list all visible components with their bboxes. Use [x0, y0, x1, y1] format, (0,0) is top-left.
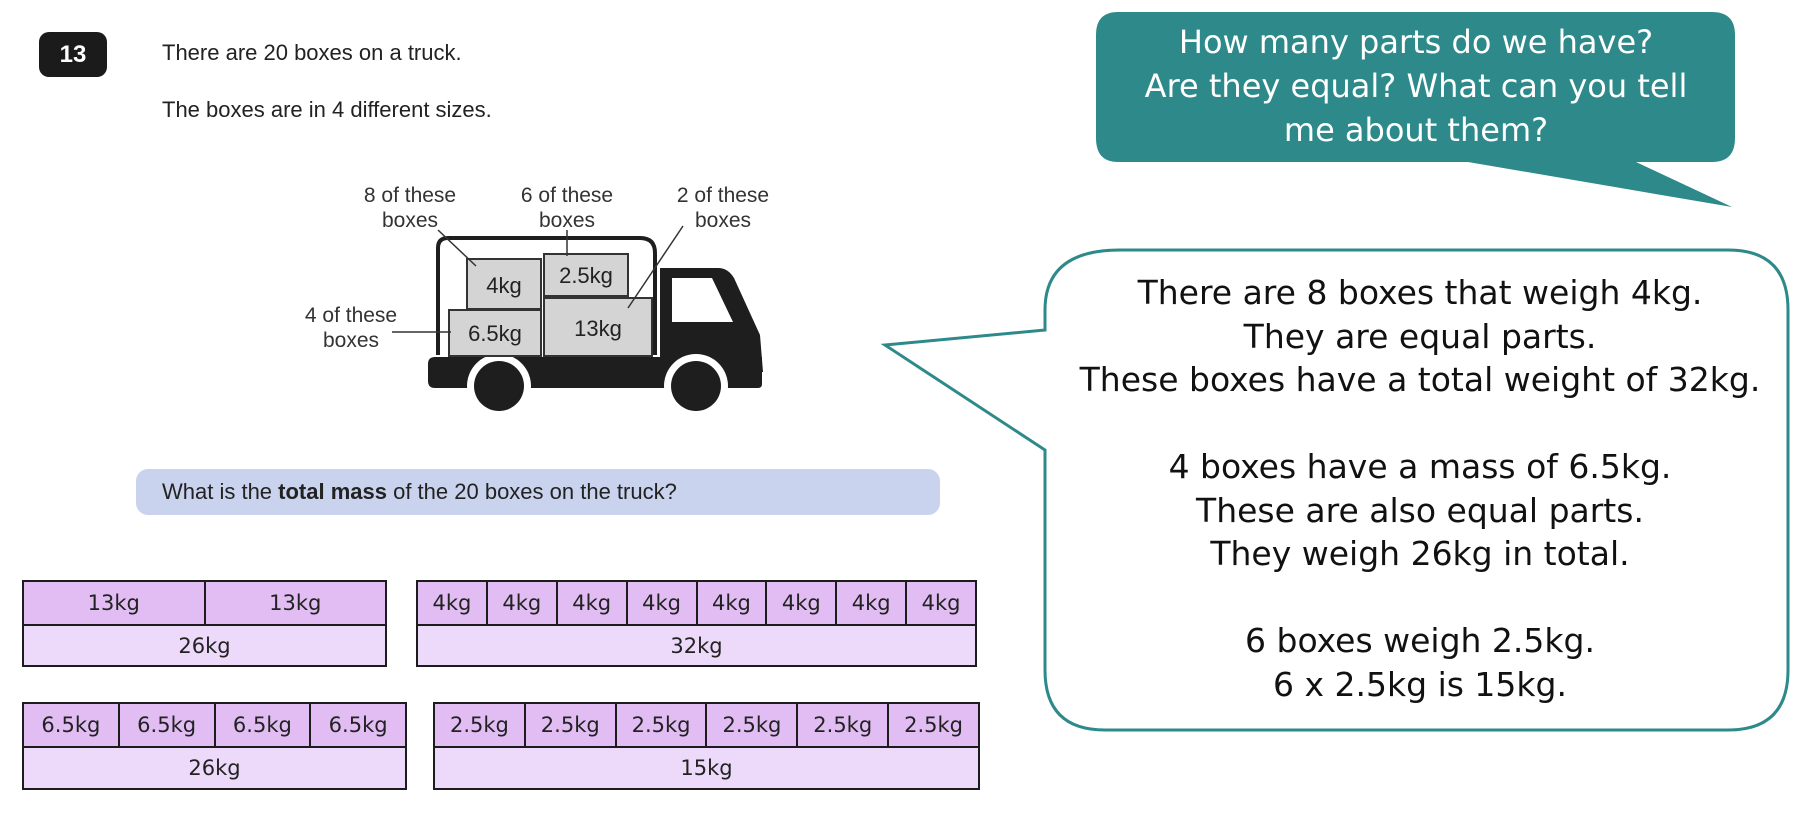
answer-line: There are 8 boxes that weigh 4kg. — [1137, 273, 1703, 312]
label-4-line-2: boxes — [323, 329, 379, 352]
answer-line: They weigh 26kg in total. — [1210, 534, 1630, 573]
bar-part: 2.5kg — [798, 704, 890, 746]
box-4kg — [466, 258, 542, 310]
answer-speech-bubble — [880, 248, 1790, 732]
bar-model-parts: 4kg 4kg 4kg 4kg 4kg 4kg 4kg 4kg — [418, 582, 975, 626]
label-8-line-1: 8 of these — [364, 184, 456, 207]
rear-wheel — [474, 361, 524, 411]
bar-total: 15kg — [680, 756, 733, 780]
prompt-prefix: What is the — [162, 479, 279, 504]
truck-diagram: 4kg 2.5kg 6.5kg 13kg 8 of these boxes 6 … — [305, 184, 769, 418]
answer-line: These are also equal parts. — [1196, 490, 1644, 530]
bar-part: 2.5kg — [904, 713, 963, 737]
bar-part: 4kg — [628, 582, 698, 624]
bar-model-2-5kg: 2.5kg 2.5kg 2.5kg 2.5kg 2.5kg 2.5kg 15kg — [433, 702, 980, 790]
box-2-5kg — [543, 253, 629, 297]
answer-spacer — [1050, 576, 1790, 620]
bar-total: 32kg — [670, 634, 723, 658]
prompt-suffix: of the 20 boxes on the truck? — [386, 479, 677, 504]
bar-total: 26kg — [178, 634, 231, 658]
bar-part: 4kg — [558, 582, 628, 624]
teacher-line: How many parts do we have? — [1178, 23, 1654, 61]
leader-line-8 — [437, 229, 477, 267]
label-2-line-2: boxes — [695, 209, 751, 232]
bar-part: 4kg — [488, 582, 558, 624]
label-2-line-1: 2 of these — [677, 184, 769, 207]
truck-cargo-frame — [436, 236, 657, 355]
truck-window — [672, 278, 733, 322]
label-6-line-2: boxes — [539, 209, 595, 232]
bar-part: 2.5kg — [526, 704, 617, 746]
teacher-line: Are they equal? What can you tell — [1144, 67, 1688, 105]
answer-line: 6 boxes weigh 2.5kg. — [1245, 621, 1595, 660]
leader-line-2 — [627, 225, 684, 309]
answer-line: They are equal parts. — [1243, 316, 1597, 356]
statement-line-2: The boxes are in 4 different sizes. — [162, 97, 492, 122]
box-13kg — [543, 297, 653, 357]
bar-part: 13kg — [269, 591, 322, 615]
teacher-line: me about them? — [1283, 111, 1549, 149]
question-number: 13 — [39, 32, 107, 77]
bar-part: 6.5kg — [120, 704, 216, 746]
box-13kg-label: 13kg — [574, 316, 622, 341]
bar-model-4kg: 4kg 4kg 4kg 4kg 4kg 4kg 4kg 4kg 32kg — [416, 580, 977, 667]
bar-total: 26kg — [188, 756, 241, 780]
bar-model-parts: 2.5kg 2.5kg 2.5kg 2.5kg 2.5kg 2.5kg — [435, 704, 978, 748]
bar-model-6-5kg: 6.5kg 6.5kg 6.5kg 6.5kg 26kg — [22, 702, 407, 790]
prompt-bold: total mass — [278, 479, 387, 504]
bar-part: 13kg — [24, 582, 206, 624]
bar-part: 2.5kg — [707, 704, 799, 746]
teacher-bubble-text: How many parts do we have? Are they equa… — [1096, 20, 1736, 152]
bar-part: 4kg — [837, 582, 908, 624]
bar-part: 2.5kg — [617, 704, 708, 746]
bar-part: 4kg — [698, 582, 768, 624]
answer-line: 4 boxes have a mass of 6.5kg. — [1168, 447, 1672, 486]
label-8-line-2: boxes — [382, 209, 438, 232]
box-6-5kg-label: 6.5kg — [468, 321, 522, 346]
answer-line: 6 x 2.5kg is 15kg. — [1273, 664, 1567, 704]
answer-bubble-text: There are 8 boxes that weigh 4kg. They a… — [1050, 271, 1790, 706]
front-wheel — [671, 361, 721, 411]
bar-part: 4kg — [921, 591, 961, 615]
label-4-line-1: 4 of these — [305, 304, 397, 327]
bar-part: 6.5kg — [24, 704, 120, 746]
bar-part: 6.5kg — [328, 713, 388, 737]
box-6-5kg — [448, 309, 542, 357]
answer-spacer — [1050, 402, 1790, 446]
bar-model-13kg: 13kg 13kg 26kg — [22, 580, 387, 667]
bar-model-parts: 13kg 13kg — [24, 582, 385, 626]
teacher-speech-bubble — [1096, 12, 1735, 207]
bar-model-parts: 6.5kg 6.5kg 6.5kg 6.5kg — [24, 704, 405, 748]
statement-line-1: There are 20 boxes on a truck. — [162, 40, 462, 65]
bar-part: 2.5kg — [435, 704, 526, 746]
box-4kg-label: 4kg — [486, 273, 521, 298]
answer-line: These boxes have a total weight of 32kg. — [1079, 360, 1761, 399]
box-2-5kg-label: 2.5kg — [559, 263, 613, 288]
bar-part: 4kg — [767, 582, 838, 624]
bar-part: 4kg — [418, 582, 488, 624]
question-prompt: What is the total mass of the 20 boxes o… — [136, 469, 940, 515]
label-6-line-1: 6 of these — [521, 184, 613, 207]
bar-part: 6.5kg — [216, 704, 312, 746]
